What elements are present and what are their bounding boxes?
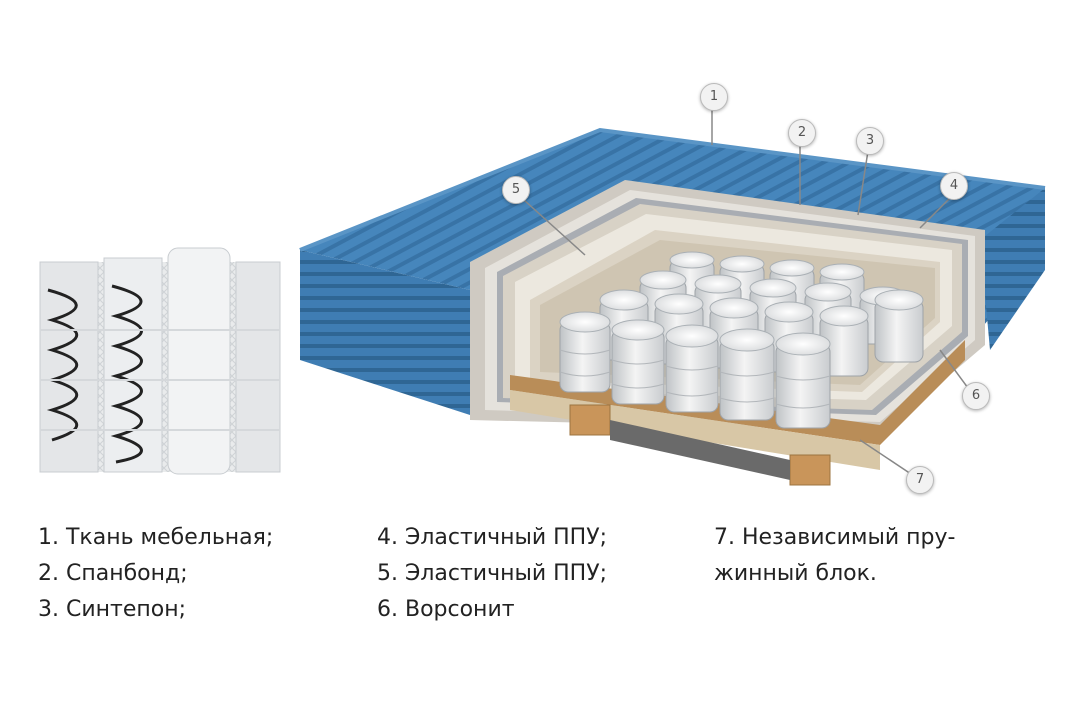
legend-item-7-line-2: жинный блок. bbox=[714, 561, 877, 586]
callout-5: 5 bbox=[502, 176, 530, 204]
legend-item-1: 1. Ткань мебельная; bbox=[38, 525, 274, 550]
callout-1: 1 bbox=[700, 83, 728, 111]
legend: 1. Ткань мебельная; 2. Спанбонд; 3. Синт… bbox=[0, 520, 1076, 720]
callout-6: 6 bbox=[962, 382, 990, 410]
callout-3: 3 bbox=[856, 127, 884, 155]
callout-2: 2 bbox=[788, 119, 816, 147]
callout-lines bbox=[523, 107, 969, 481]
legend-item-2: 2. Спанбонд; bbox=[38, 561, 188, 586]
legend-column-2: 4. Эластичный ППУ; 5. Эластичный ППУ; 6.… bbox=[377, 520, 607, 628]
legend-item-7-line-1: 7. Независимый пру- bbox=[714, 525, 956, 550]
legend-item-5: 5. Эластичный ППУ; bbox=[377, 561, 608, 586]
legend-item-3: 3. Синтепон; bbox=[38, 597, 187, 622]
legend-item-4: 4. Эластичный ППУ; bbox=[377, 525, 608, 550]
legend-column-3: 7. Независимый пру- жинный блок. bbox=[714, 520, 955, 592]
callout-4: 4 bbox=[940, 172, 968, 200]
mattress-illustration bbox=[39, 107, 1046, 486]
callout-7: 7 bbox=[906, 466, 934, 494]
pocket-springs-sample bbox=[39, 247, 281, 475]
legend-column-1: 1. Ткань мебельная; 2. Спанбонд; 3. Синт… bbox=[38, 520, 273, 628]
legend-item-6: 6. Ворсонит bbox=[377, 597, 515, 622]
spring-block bbox=[559, 251, 924, 429]
